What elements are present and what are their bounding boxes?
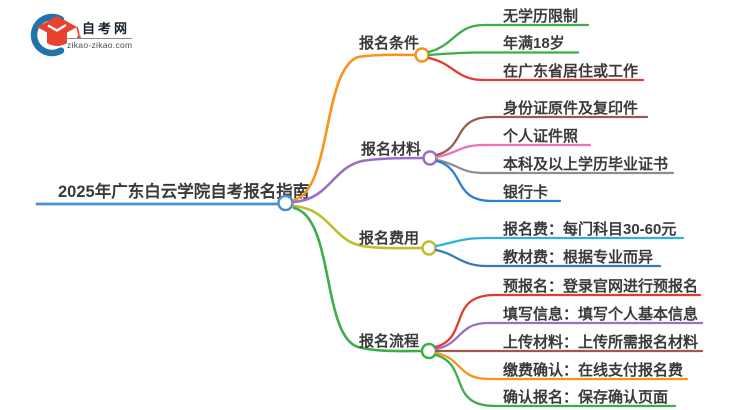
leaf-label: 缴费确认：在线支付报名费 — [503, 361, 683, 379]
leaf-label: 银行卡 — [503, 183, 548, 201]
leaf-connector — [435, 115, 649, 157]
logo-site-name: 自考网 — [82, 21, 130, 36]
branch-node-circle-materials — [422, 150, 438, 166]
branch-label-fees: 报名费用 — [359, 229, 419, 247]
leaf-label: 无学历限制 — [502, 7, 578, 25]
cap-chevron — [47, 23, 67, 32]
branch-connector-fees — [292, 204, 424, 250]
leaf-connector — [435, 158, 675, 175]
cap-tassel — [76, 26, 80, 36]
leaf-connector — [435, 159, 562, 203]
cap-tassel-dot — [77, 35, 81, 39]
leaf-label: 身份证原件及复印件 — [503, 99, 638, 117]
leaf-connector — [435, 143, 592, 159]
branch-fees: 报名费用 报名费：每门科目30-60元 教材费：根据专业而异 — [359, 220, 685, 268]
leaf-connector — [427, 51, 580, 57]
leaf-label: 个人证件照 — [502, 127, 578, 145]
leaf-connector — [434, 321, 704, 351]
branch-label-materials: 报名材料 — [361, 140, 421, 158]
branch-materials: 报名材料 身份证原件及复印件 个人证件照 本科及以上学历毕业证书 银行卡 — [361, 99, 675, 203]
branch-node-circle-process — [420, 342, 438, 360]
leaf-connector — [434, 351, 689, 381]
branch-node-circle-conditions — [414, 47, 430, 63]
branch-connector-conditions — [292, 53, 417, 202]
central-topic: 2025年广东白云学院自考报名指南 — [35, 181, 309, 212]
site-logo: 自考网 zikao-zikao.com — [30, 13, 132, 57]
leaf-connector — [434, 353, 677, 408]
leaf-label: 填写信息：填写个人基本信息 — [503, 305, 698, 323]
branch-process: 报名流程 预报名：登录官网进行预报名 填写信息：填写个人基本信息 上传材料：上传… — [359, 277, 704, 408]
graduation-cap-body — [47, 32, 67, 46]
branch-conditions: 报名条件 无学历限制 年满18岁 在广东省居住或工作 — [359, 7, 645, 82]
leaf-label: 确认报名：保存确认页面 — [503, 388, 668, 406]
central-node-circle — [277, 194, 294, 212]
leaf-connector — [427, 56, 645, 82]
leaf-label: 在广东省居住或工作 — [503, 62, 638, 80]
central-topic-label: 2025年广东白云学院自考报名指南 — [58, 181, 309, 201]
branch-node-circle-fees — [421, 240, 437, 256]
leaf-label: 本科及以上学历毕业证书 — [503, 155, 668, 173]
branch-connector-materials — [292, 156, 425, 204]
leaf-connector — [434, 236, 685, 248]
leaf-label: 预报名：登录官网进行预报名 — [503, 277, 698, 295]
leaf-label: 教材费：根据专业而异 — [502, 248, 653, 266]
logo-domain: zikao-zikao.com — [67, 40, 132, 50]
leaf-label: 上传材料：上传所需报名材料 — [503, 333, 698, 351]
leaf-connector — [434, 248, 662, 268]
leaf-label: 报名费：每门科目30-60元 — [503, 220, 676, 238]
branch-label-process: 报名流程 — [359, 332, 419, 350]
leaf-label: 年满18岁 — [503, 34, 565, 52]
leaf-connector — [434, 293, 702, 349]
leaf-connector — [427, 23, 590, 54]
crescent-icon — [30, 13, 65, 57]
branch-label-conditions: 报名条件 — [359, 34, 419, 52]
branch-connector-process — [292, 206, 423, 353]
